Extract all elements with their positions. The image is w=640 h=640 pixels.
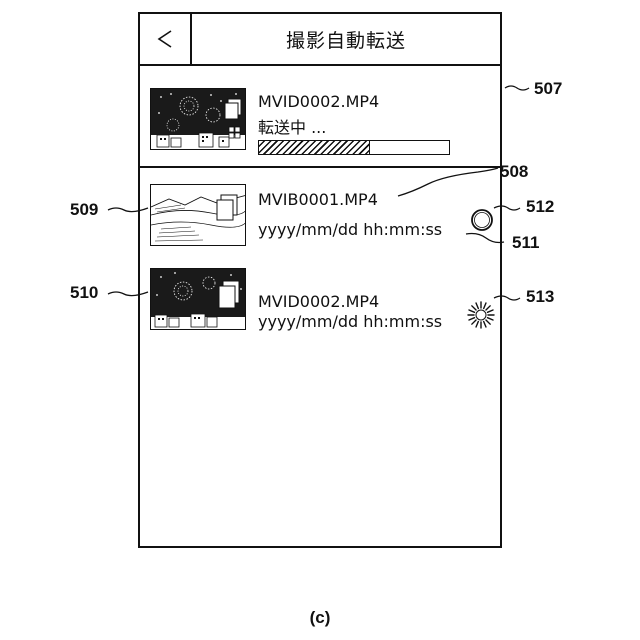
leader-513 (494, 296, 520, 300)
leader-511 (466, 234, 504, 243)
figure-caption: (c) (0, 608, 640, 628)
ref-label-513: 513 (526, 287, 554, 307)
leader-512 (494, 206, 520, 210)
leader-508 (398, 168, 498, 196)
leader-510 (108, 292, 148, 296)
leader-509 (108, 208, 148, 212)
ref-label-509: 509 (70, 200, 98, 220)
ref-label-512: 512 (526, 197, 554, 217)
ref-label-511: 511 (512, 233, 539, 253)
ref-label-507: 507 (534, 79, 562, 99)
ref-label-508: 508 (500, 162, 528, 182)
ref-label-510: 510 (70, 283, 98, 303)
leader-507 (505, 86, 529, 90)
